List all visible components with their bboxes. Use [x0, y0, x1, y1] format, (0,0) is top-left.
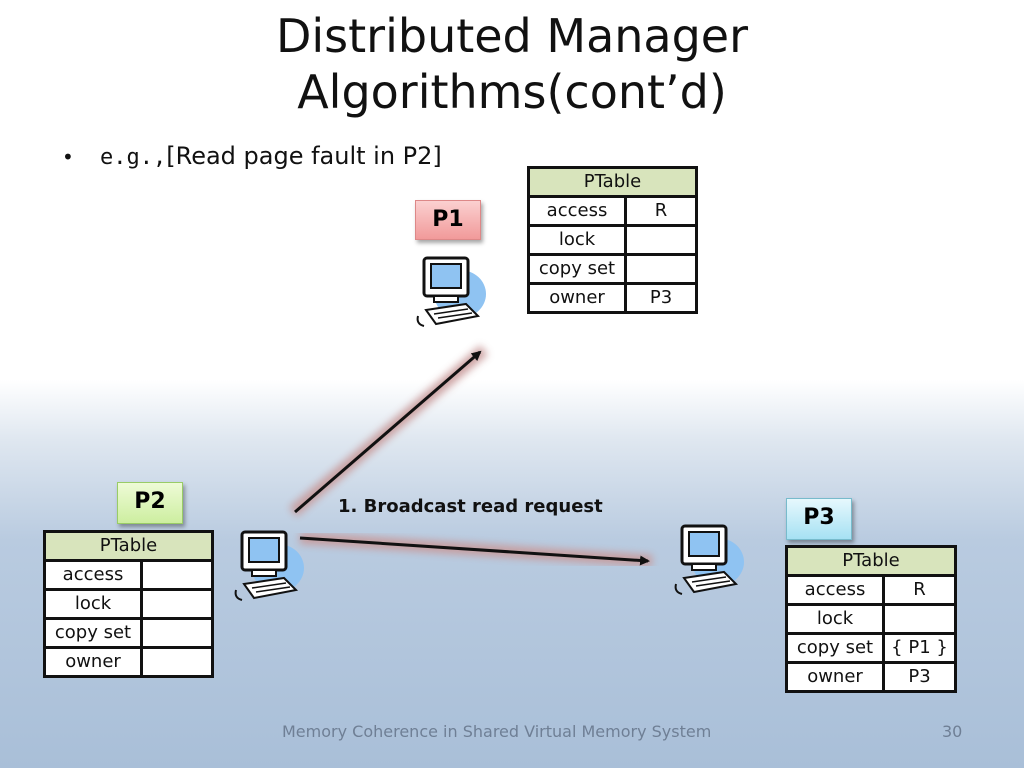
computer-icon: [416, 256, 486, 327]
arrow-to-p1: [289, 345, 488, 517]
ptable-value: [140, 646, 214, 678]
p1-label: P1: [432, 207, 464, 232]
ptable-key: lock: [43, 588, 143, 620]
p3-label: P3: [803, 505, 835, 530]
title-line-1: Distributed Manager: [275, 9, 749, 63]
node-label-p1: P1: [415, 200, 481, 240]
ptable-value: { P1 }: [882, 632, 957, 664]
ptable-key: copy set: [43, 617, 143, 649]
ptable-value: P3: [624, 282, 698, 314]
ptable-key: access: [527, 195, 627, 227]
ptable-key: owner: [527, 282, 627, 314]
ptable-value: P3: [882, 661, 957, 693]
ptable-value: R: [624, 195, 698, 227]
ptable-key: copy set: [785, 632, 885, 664]
node-label-p2: P2: [117, 482, 183, 524]
ptable-value: R: [882, 574, 957, 606]
page-number: 30: [942, 722, 963, 741]
ptable-key: copy set: [527, 253, 627, 285]
broadcast-caption: 1. Broadcast read request: [338, 496, 603, 517]
ptable-key: access: [785, 574, 885, 606]
slide-title: Distributed Manager Algorithms(cont’d): [0, 8, 1024, 120]
slide-footer: Memory Coherence in Shared Virtual Memor…: [282, 722, 712, 741]
ptable-key: access: [43, 559, 143, 591]
ptable-value: [882, 603, 957, 635]
computer-icon: [674, 524, 744, 595]
node-label-p3: P3: [786, 498, 852, 540]
ptable-key: lock: [785, 603, 885, 635]
bullet-text: [Read page fault in P2]: [166, 142, 442, 170]
ptable-value: [140, 559, 214, 591]
title-line-2: Algorithms(cont’d): [297, 65, 727, 119]
ptable-header: PTable: [527, 166, 698, 198]
ptable-value: [140, 588, 214, 620]
ptable-key: lock: [527, 224, 627, 256]
bullet-eg: e.g.,: [100, 145, 167, 170]
arrow-to-p3: [299, 532, 653, 567]
ptable-value: [624, 253, 698, 285]
ptable-header: PTable: [785, 545, 957, 577]
ptable-header: PTable: [43, 530, 214, 562]
bullet-item: • e.g.,[Read page fault in P2]: [62, 142, 442, 170]
ptable-key: owner: [43, 646, 143, 678]
ptable-value: [140, 617, 214, 649]
bullet-symbol: •: [62, 145, 74, 169]
ptable-key: owner: [785, 661, 885, 693]
p2-label: P2: [134, 489, 166, 514]
ptable-p2: PTable access lock copy set owner: [43, 530, 214, 678]
computer-icon: [234, 530, 304, 601]
ptable-value: [624, 224, 698, 256]
